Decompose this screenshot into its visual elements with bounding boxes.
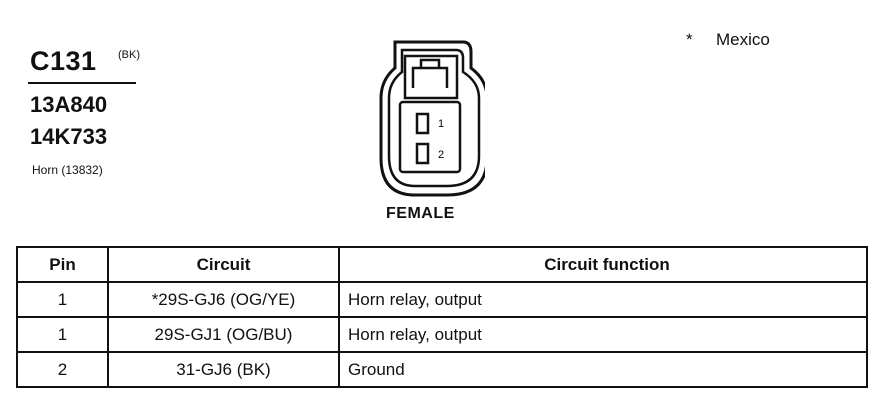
locking-tab (403, 54, 459, 100)
cell-circuit: 31-GJ6 (BK) (107, 351, 340, 388)
header-circuit: Circuit (107, 246, 340, 283)
connector-id-underline (28, 82, 136, 84)
header-circuit-function: Circuit function (338, 246, 868, 283)
component-name: Horn (13832) (32, 163, 103, 177)
footnote-text: Mexico (716, 30, 770, 49)
terminal-2 (415, 142, 430, 165)
connector-face-diagram: 1 2 (379, 40, 485, 197)
table-row: 1 29S-GJ1 (OG/BU) Horn relay, output (16, 316, 868, 353)
connector-color-code: (BK) (118, 49, 140, 61)
part-number: 14K733 (30, 124, 108, 149)
cell-pin: 1 (16, 281, 109, 318)
footnote: * Mexico (686, 30, 770, 50)
connector-housing-inner (387, 48, 481, 188)
connector-housing-outer (379, 40, 485, 197)
connector-id: C131 (30, 46, 97, 76)
cell-pin: 1 (16, 316, 109, 353)
header-pin: Pin (16, 246, 109, 283)
part-number: 13A840 (30, 92, 108, 117)
cell-pin: 2 (16, 351, 109, 388)
pinout-table: Pin Circuit Circuit function 1 *29S-GJ6 … (16, 246, 868, 388)
cell-circuit: 29S-GJ1 (OG/BU) (107, 316, 340, 353)
locking-tab-latch (411, 58, 449, 88)
terminal-cavity-block (398, 100, 462, 174)
cell-circuit-function: Horn relay, output (338, 316, 868, 353)
connector-gender-label: FEMALE (386, 205, 455, 222)
table-row: 1 *29S-GJ6 (OG/YE) Horn relay, output (16, 281, 868, 318)
pin-label-1: 1 (438, 118, 444, 130)
pin-label-2: 2 (438, 149, 444, 161)
cell-circuit: *29S-GJ6 (OG/YE) (107, 281, 340, 318)
terminal-1 (415, 112, 430, 135)
cell-circuit-function: Ground (338, 351, 868, 388)
table-row: 2 31-GJ6 (BK) Ground (16, 351, 868, 388)
cell-circuit-function: Horn relay, output (338, 281, 868, 318)
footnote-symbol: * (686, 30, 693, 49)
table-header-row: Pin Circuit Circuit function (16, 246, 868, 283)
